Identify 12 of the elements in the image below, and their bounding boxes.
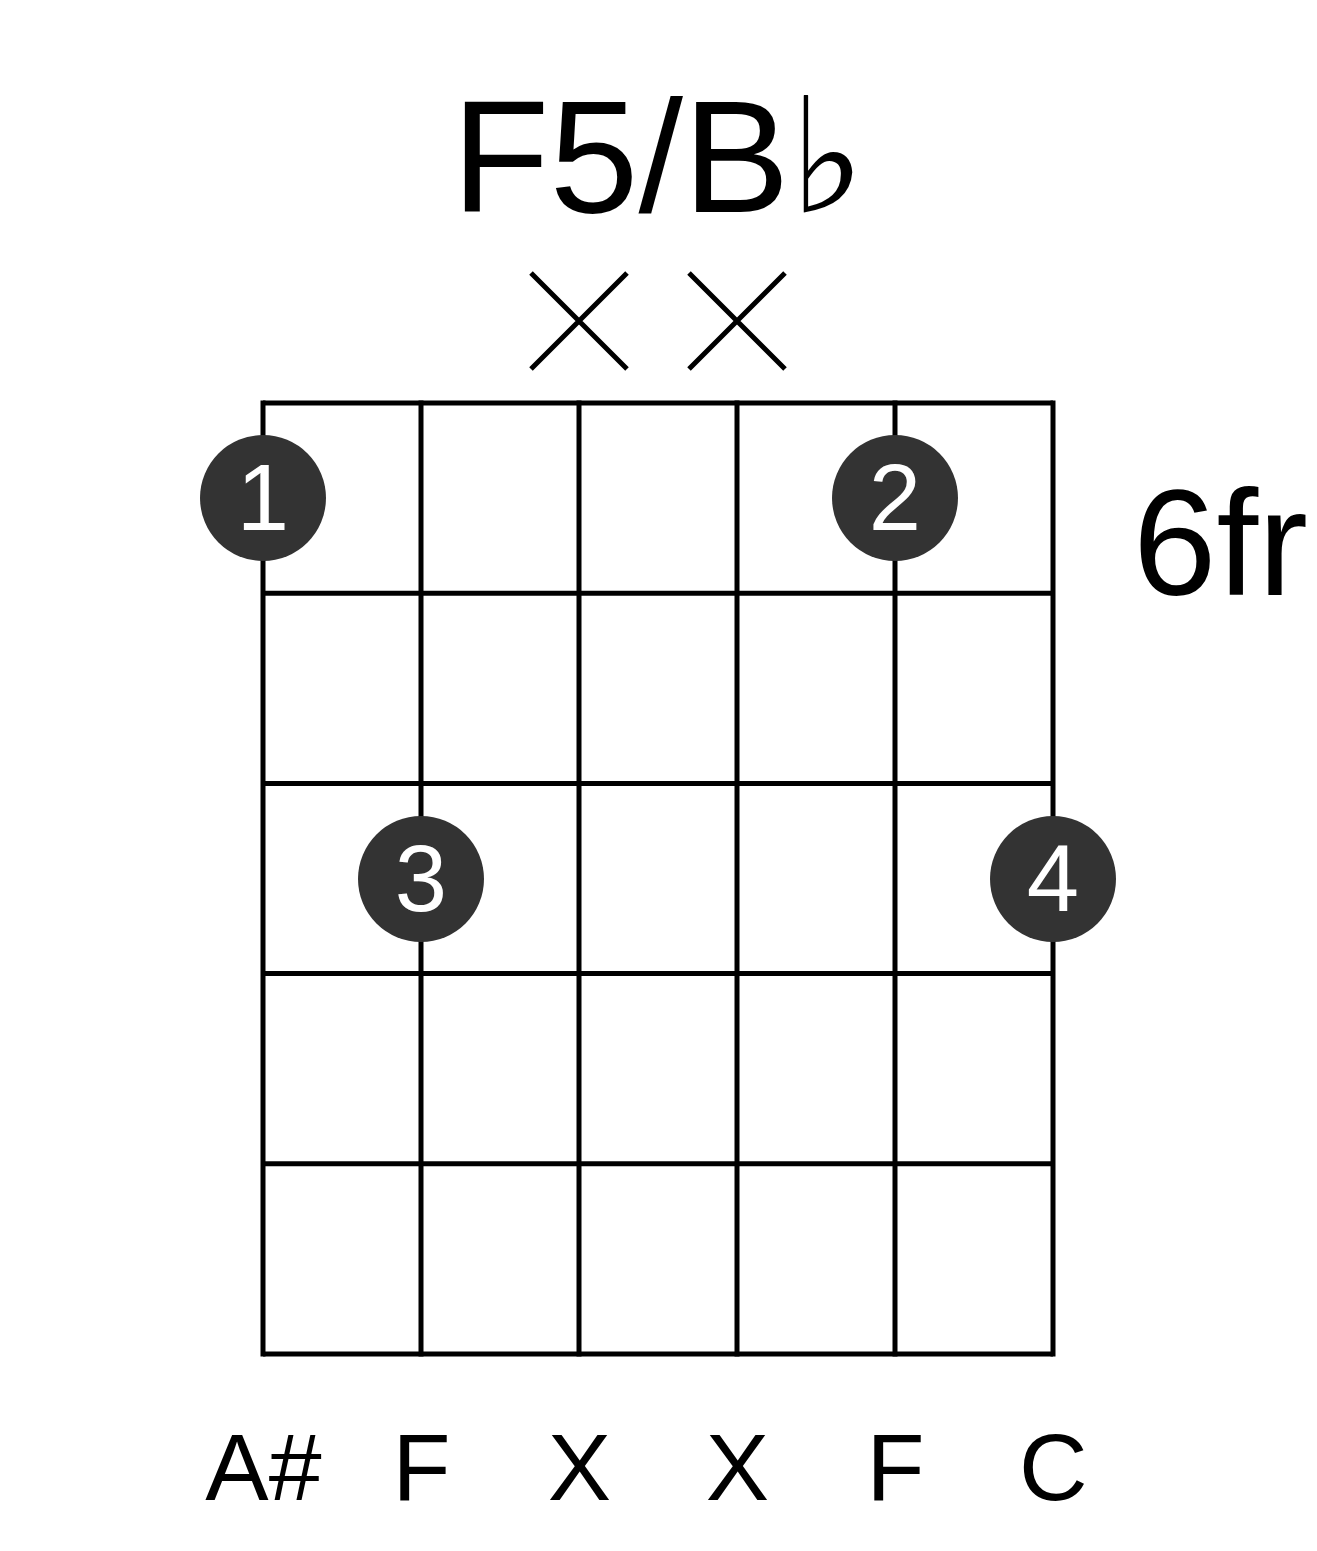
finger-number: 1: [236, 451, 290, 546]
chord-title: F5/B♭: [451, 77, 866, 237]
string-note-label: F: [392, 1420, 451, 1515]
string-note-label: F: [866, 1420, 925, 1515]
string-note-label: C: [1018, 1420, 1088, 1515]
finger-number: 4: [1026, 831, 1080, 926]
finger-number: 3: [394, 831, 448, 926]
finger-number: 2: [868, 451, 922, 546]
string-note-label: X: [705, 1420, 770, 1515]
fret-position-label: 6fr: [1133, 468, 1309, 618]
string-note-label: A#: [204, 1420, 322, 1515]
string-note-label: X: [547, 1420, 612, 1515]
